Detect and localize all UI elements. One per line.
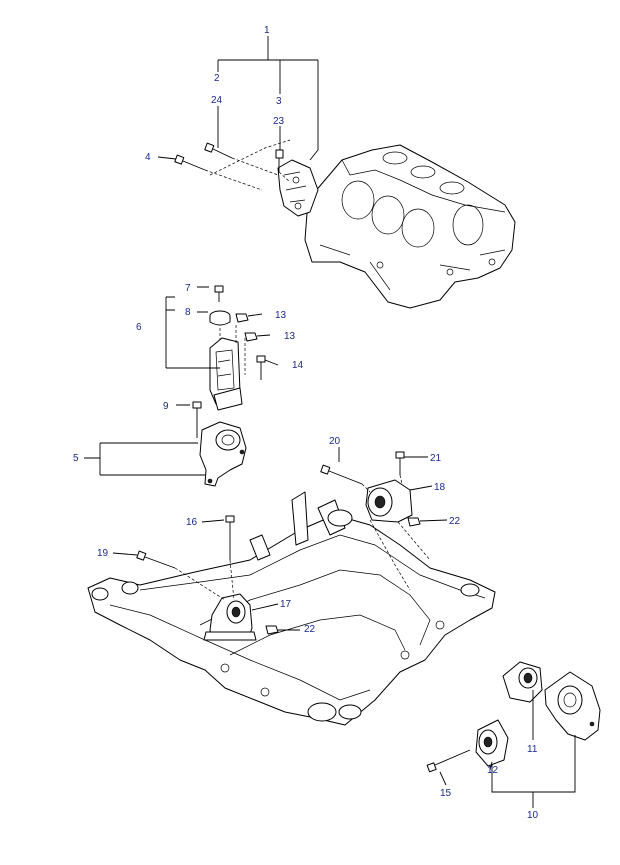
callout-10: 10 — [527, 810, 539, 821]
callout-9: 9 — [163, 401, 169, 412]
callout-12: 12 — [487, 765, 499, 776]
callout-13b: 13 — [284, 331, 296, 342]
mount-insulator-17 — [203, 593, 257, 641]
callout-1: 1 — [264, 25, 270, 36]
callout-21: 21 — [430, 453, 442, 464]
mount-bushing-18 — [365, 479, 413, 523]
callout-24: 24 — [211, 95, 223, 106]
callout-22a: 22 — [449, 516, 461, 527]
callout-5: 5 — [73, 453, 79, 464]
bolt-23 — [275, 149, 284, 172]
front-sub-frame — [87, 491, 496, 726]
roll-stopper-11 — [502, 661, 601, 741]
callout-16: 16 — [186, 517, 198, 528]
bolt-9 — [192, 401, 202, 438]
engine-block — [304, 144, 516, 309]
engine-mount-bracket — [277, 159, 319, 217]
callout-18: 18 — [434, 482, 446, 493]
callout-19: 19 — [97, 548, 109, 559]
nut-22a — [407, 517, 421, 527]
bolt-7 — [214, 285, 224, 302]
callout-6: 6 — [136, 322, 142, 333]
bolt-14 — [256, 355, 266, 380]
callout-17: 17 — [280, 599, 292, 610]
bolt-19 — [136, 550, 176, 569]
bolt-21 — [395, 451, 405, 475]
bolt-15 — [426, 749, 471, 773]
callout-4: 4 — [145, 152, 151, 163]
callout-2: 2 — [214, 73, 220, 84]
callout-7: 7 — [185, 283, 191, 294]
nut-13b — [244, 332, 258, 342]
bolt-4 — [174, 154, 206, 171]
callout-23: 23 — [273, 116, 285, 127]
callout-14: 14 — [292, 360, 304, 371]
bolt-20 — [320, 464, 363, 485]
callout-8: 8 — [185, 307, 191, 318]
bushing-12 — [475, 719, 509, 767]
callout-15: 15 — [440, 788, 452, 799]
mount-bracket-5 — [199, 421, 247, 487]
nut-13a — [235, 313, 249, 323]
bushing-8 — [209, 310, 231, 326]
nut-22b — [265, 625, 279, 635]
callout-13a: 13 — [275, 310, 287, 321]
mount-insulator-6 — [209, 337, 243, 411]
callout-3: 3 — [276, 96, 282, 107]
bolt-24 — [204, 142, 233, 159]
callout-20: 20 — [329, 436, 341, 447]
bolt-16 — [225, 515, 235, 560]
callout-22b: 22 — [304, 624, 316, 635]
callout-11: 11 — [527, 744, 538, 755]
